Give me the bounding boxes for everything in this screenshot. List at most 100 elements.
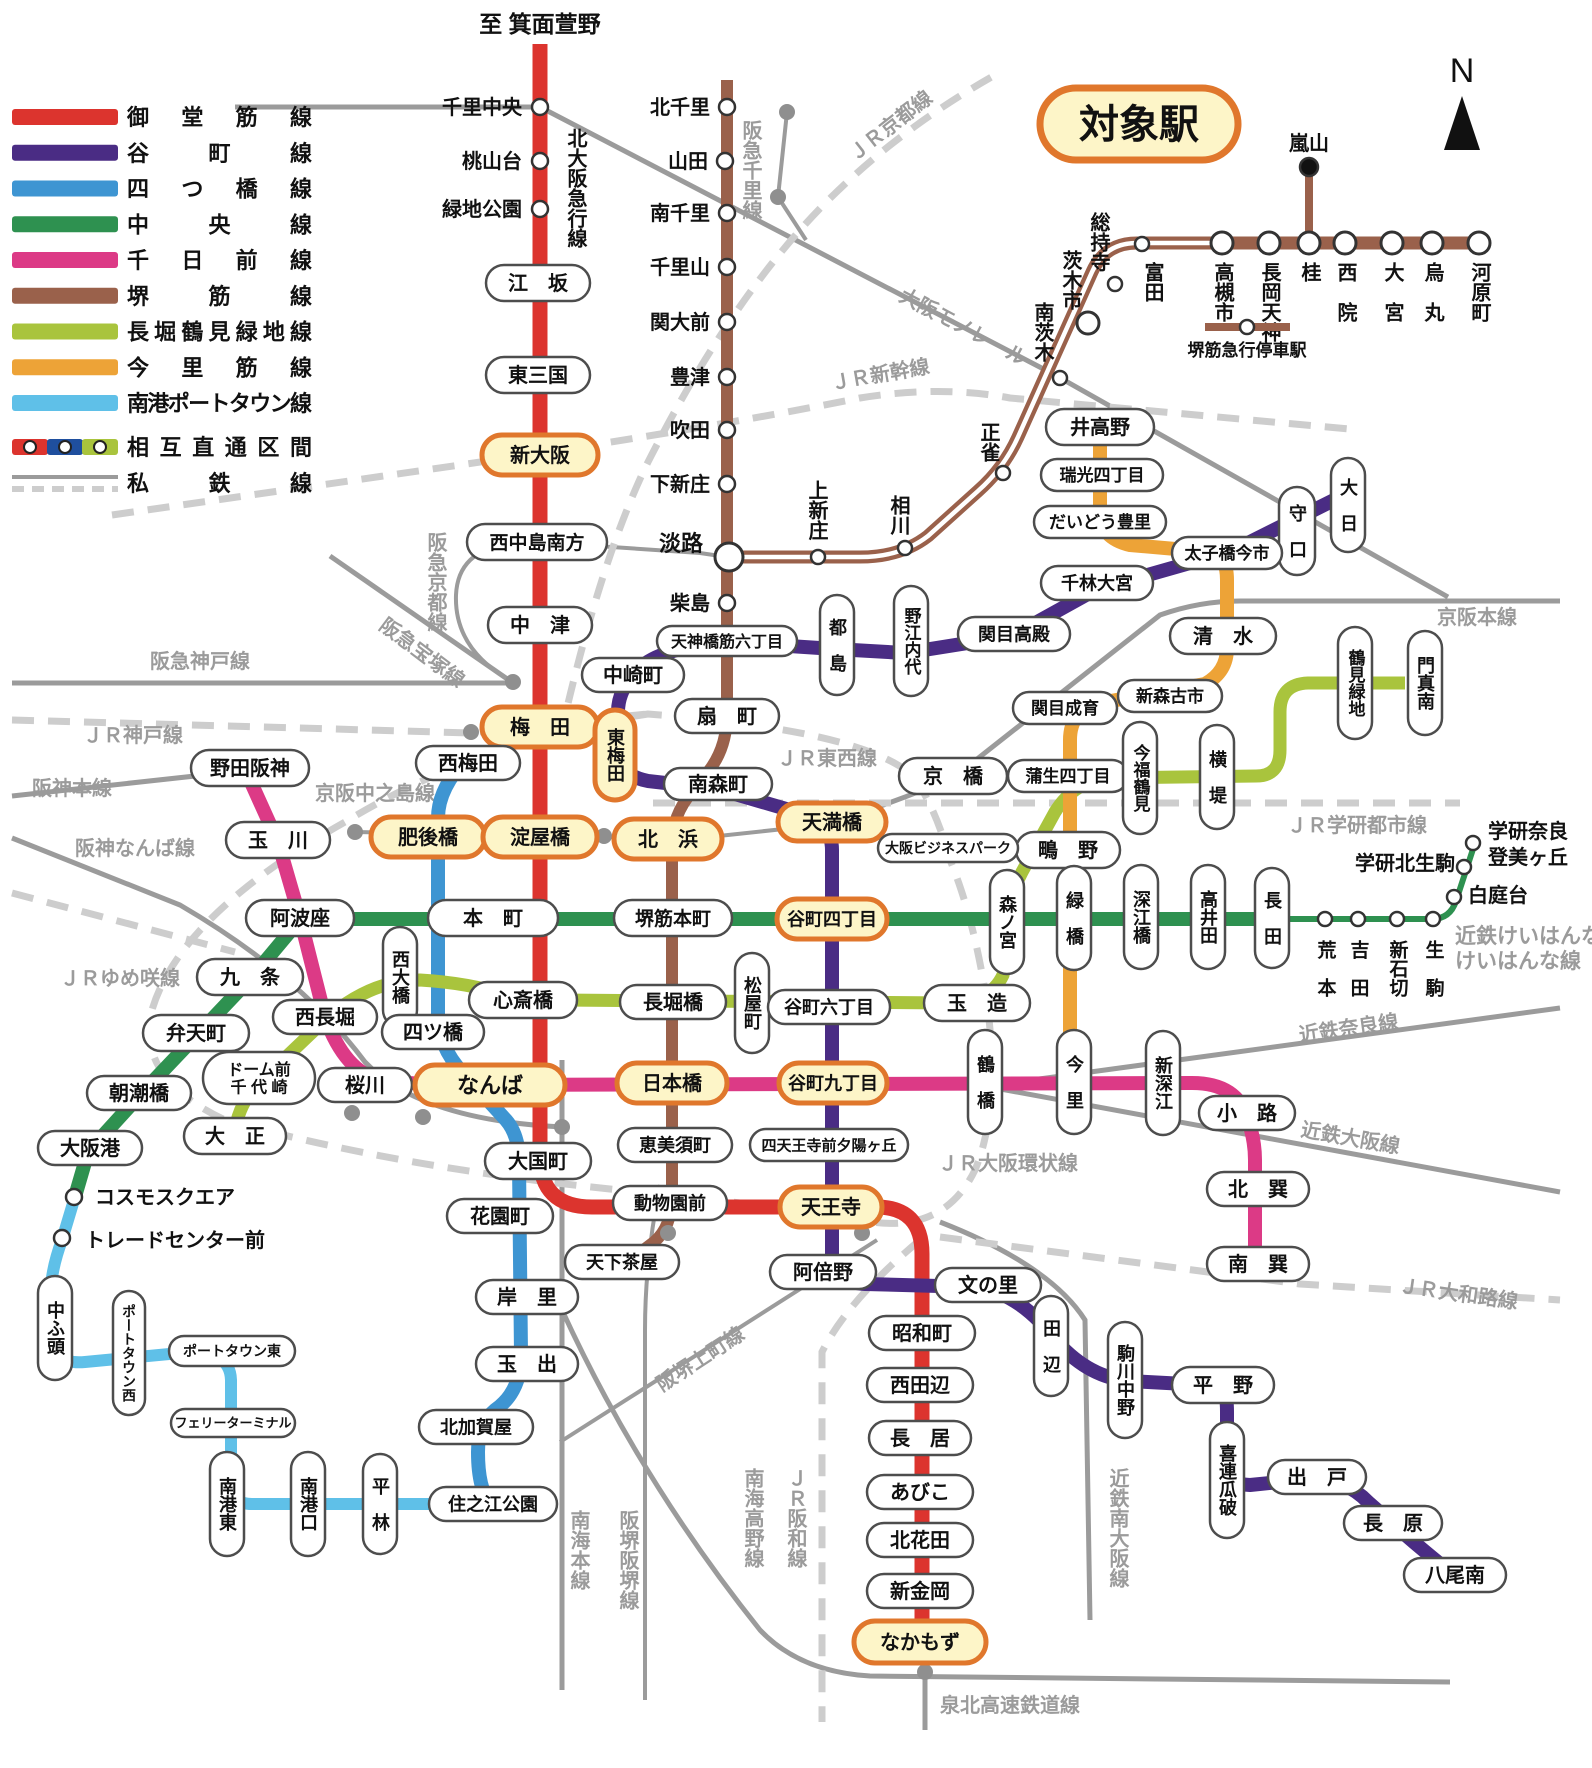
station-中 津[interactable]: 中 津 [486,605,594,645]
station-北 巽[interactable]: 北 巽 [1205,1170,1311,1208]
station-capsule[interactable] [1039,564,1155,602]
station-label-大 宮[interactable]: 大 宮 [1381,262,1404,323]
station-capsule[interactable] [818,593,856,697]
station-野江内代[interactable]: 野江内代 [892,584,930,698]
station-circle[interactable] [1209,230,1235,256]
station-玉 川[interactable]: 玉 川 [224,820,332,860]
station-circle[interactable] [1298,156,1320,178]
station-高井田[interactable]: 高井田 [1189,863,1227,971]
station-capsule[interactable] [1342,1504,1444,1542]
station-桜川[interactable]: 桜川 [316,1066,414,1104]
station-心斎橋[interactable]: 心斎橋 [467,980,579,1020]
station-circle[interactable] [717,420,737,440]
station-circle[interactable] [64,1187,84,1207]
station-天神橋筋六丁目[interactable]: 天神橋筋六丁目 [655,624,799,658]
station-capsule[interactable] [445,1197,555,1235]
station-capsule[interactable] [426,898,560,938]
station-恵美須町[interactable]: 恵美須町 [616,1126,734,1164]
station-capsule[interactable] [167,1334,297,1368]
station-capsule[interactable] [611,816,725,862]
station-capsule[interactable] [289,1450,327,1558]
station-井高野[interactable]: 井高野 [1044,407,1156,447]
station-capsule[interactable] [1055,1028,1093,1136]
station-capsule[interactable] [673,697,781,735]
station-circle[interactable] [896,539,914,557]
station-capsule[interactable] [1205,1245,1311,1283]
station-circle[interactable] [1349,910,1367,928]
station-label-淡路[interactable]: 淡路 [659,531,704,556]
station-label-富田[interactable]: 富田 [1141,261,1163,302]
station-circle[interactable] [1455,858,1473,876]
station-天下茶屋[interactable]: 天下茶屋 [563,1243,681,1281]
station-capsule[interactable] [484,263,592,303]
station-capsule[interactable] [592,707,638,803]
station-label-南千里[interactable]: 南千里 [650,202,710,225]
station-新大阪[interactable]: 新大阪 [479,432,601,478]
station-circle[interactable] [713,541,745,573]
station-日本橋[interactable]: 日本橋 [614,1060,730,1106]
station-label-烏 丸[interactable]: 烏 丸 [1421,261,1445,323]
station-capsule[interactable] [201,1050,317,1106]
station-関目高殿[interactable]: 関目高殿 [956,615,1072,653]
station-capsule[interactable] [467,980,579,1020]
station-capsule[interactable] [474,1278,580,1316]
station-circle[interactable] [530,199,550,219]
station-扇 町[interactable]: 扇 町 [673,697,781,735]
station-新深江[interactable]: 新深江 [1144,1029,1182,1137]
station-鴫 野[interactable]: 鴫 野 [1014,830,1122,870]
station-capsule[interactable] [618,983,728,1021]
station-capsule[interactable] [892,584,930,698]
station-谷町九丁目[interactable]: 谷町九丁目 [776,1060,890,1106]
station-label-相川[interactable]: 相川 [887,494,911,536]
station-動物園前[interactable]: 動物園前 [611,1184,729,1222]
station-capsule[interactable] [412,1062,568,1108]
station-circle[interactable] [1133,235,1151,253]
station-四ツ橋[interactable]: 四ツ橋 [380,1013,486,1051]
station-capsule[interactable] [774,896,890,942]
station-北加賀屋[interactable]: 北加賀屋 [417,1408,535,1446]
station-北花田[interactable]: 北花田 [865,1521,975,1559]
station-南港東[interactable]: 南港東 [208,1450,246,1558]
station-label-トレードセンター前[interactable]: トレードセンター前 [85,1228,265,1252]
station-平 林[interactable]: 平 林 [361,1452,399,1556]
station-capsule[interactable] [611,1184,729,1222]
station-大阪ビジネスパーク[interactable]: 大阪ビジネスパーク [876,832,1020,864]
station-label-千里山[interactable]: 千里山 [650,256,710,279]
station-label-河原町[interactable]: 河原町 [1468,262,1491,322]
station-中崎町[interactable]: 中崎町 [580,656,686,694]
station-京 橋[interactable]: 京 橋 [897,756,1009,796]
station-circle[interactable] [717,474,737,494]
station-鶴 橋[interactable]: 鶴 橋 [966,1028,1004,1136]
station-label-柴島[interactable]: 柴島 [669,591,710,615]
station-label-白庭台[interactable]: 白庭台 [1468,883,1528,907]
station-label-緑地公園[interactable]: 緑地公園 [442,197,522,221]
station-capsule[interactable] [768,1253,878,1291]
station-花園町[interactable]: 花園町 [445,1197,555,1235]
station-label-生 駒[interactable]: 生 駒 [1423,939,1445,998]
station-淀屋橋[interactable]: 淀屋橋 [480,814,600,860]
station-門真南[interactable]: 門真南 [1406,629,1444,737]
station-capsule[interactable] [897,756,1009,796]
station-江 坂[interactable]: 江 坂 [484,263,592,303]
station-capsule[interactable] [766,988,892,1026]
station-circle[interactable] [717,593,737,613]
station-circle[interactable] [1445,888,1463,906]
station-label-登美ヶ丘[interactable]: 登美ヶ丘 [1487,845,1568,869]
station-朝潮橋[interactable]: 朝潮橋 [85,1074,193,1112]
station-松屋町[interactable]: 松屋町 [733,951,771,1055]
station-南港口[interactable]: 南港口 [289,1450,327,1558]
station-大 正[interactable]: 大 正 [182,1116,288,1156]
station-capsule[interactable] [777,1184,885,1230]
station-都 島[interactable]: 都 島 [818,593,856,697]
station-capsule[interactable] [933,1266,1043,1304]
station-西中島南方[interactable]: 西中島南方 [465,522,609,562]
station-capsule[interactable] [189,748,311,788]
station-capsule[interactable] [1116,678,1224,714]
station-capsule[interactable] [486,605,594,645]
station-岸 里[interactable]: 岸 里 [474,1278,580,1316]
station-capsule[interactable] [655,624,799,658]
station-circle[interactable] [717,312,737,332]
station-circle[interactable] [715,151,735,171]
station-capsule[interactable] [224,820,332,860]
station-野田阪神[interactable]: 野田阪神 [189,748,311,788]
